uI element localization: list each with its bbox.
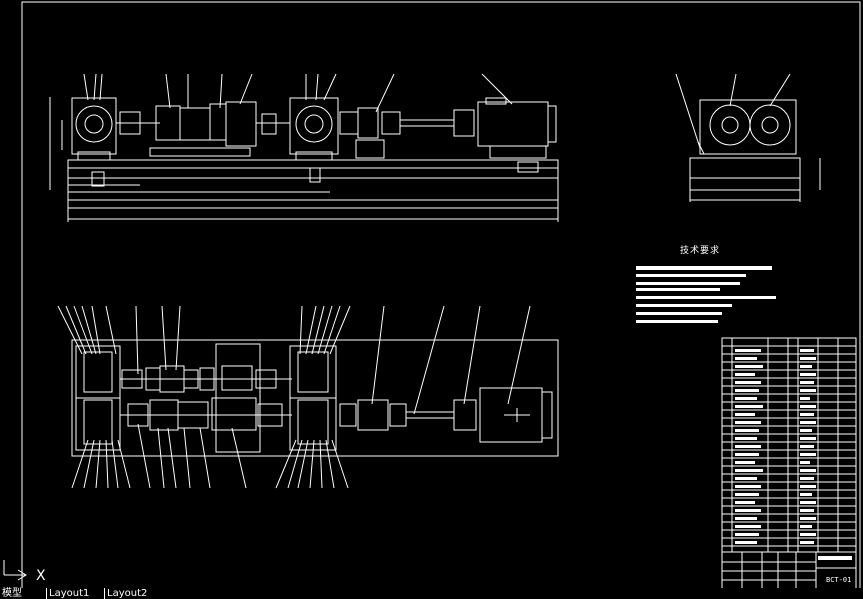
layout-tab-bar: 模型 Layout1 Layout2 [0,588,863,599]
title-block [721,551,857,591]
front-elevation-view [49,73,559,222]
parts-list-entries [735,349,816,544]
tab-model[interactable]: 模型 [2,588,22,599]
plan-view [57,305,559,489]
ucs-icon [3,560,27,581]
tab-layout2[interactable]: Layout2 [104,588,147,599]
ucs-x-label: X [36,568,46,584]
side-view [675,73,821,202]
title-block-fill [818,556,852,560]
tab-layout1[interactable]: Layout1 [46,588,89,599]
technical-notes [636,266,776,323]
drawing-number: BCT-01 [826,576,851,584]
tech-requirements-title: 技术要求 [680,246,721,256]
